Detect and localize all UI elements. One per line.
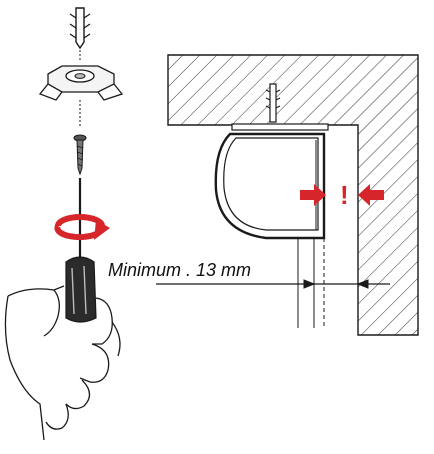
minimum-clearance-label: Minimum . 13 mm bbox=[108, 260, 252, 280]
rotate-arrow-icon bbox=[54, 214, 110, 241]
mounting-bracket-icon bbox=[38, 65, 124, 128]
wall-plug-icon bbox=[69, 7, 91, 60]
screw-icon bbox=[73, 134, 87, 176]
ceiling-plug-screw bbox=[231, 83, 329, 131]
warning-mark: ! bbox=[340, 180, 349, 210]
ceiling-wall bbox=[167, 54, 419, 336]
dimension-guides bbox=[297, 238, 325, 328]
screwdriver-icon bbox=[65, 178, 97, 323]
blind-cassette bbox=[214, 132, 326, 240]
pressure-arrow-icon bbox=[300, 184, 384, 206]
hand-icon bbox=[4, 285, 121, 441]
dimension-line bbox=[156, 279, 390, 289]
